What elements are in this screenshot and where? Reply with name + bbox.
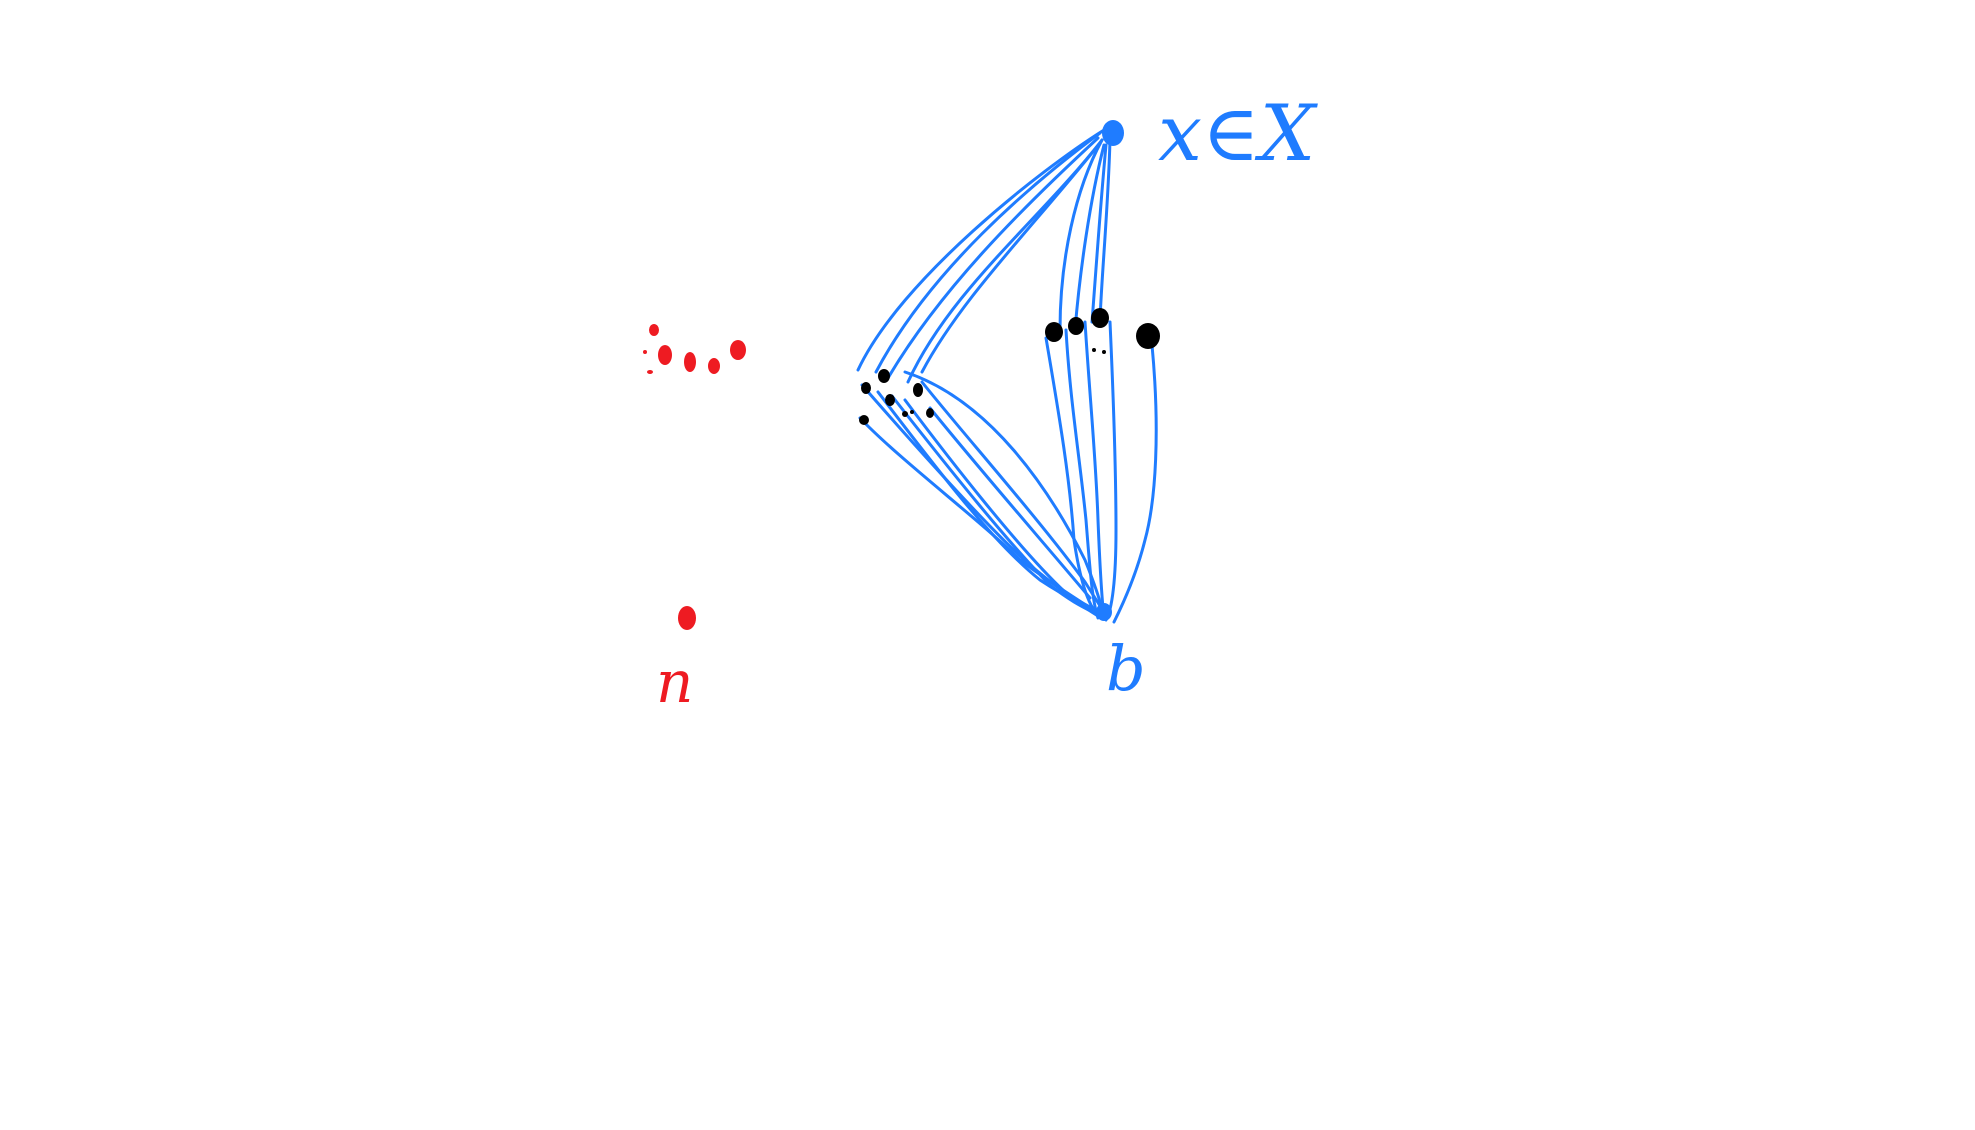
path-left-b-6 [920,380,1106,614]
red-dot [684,352,696,372]
left-cluster-dot [913,383,923,397]
path-left-b-4 [890,394,1106,620]
vertex-b-dot [1096,603,1112,621]
label-b: b [1106,632,1146,705]
path-x-left-3 [886,136,1100,380]
left-cluster-dot [910,410,914,414]
red-dot [649,324,659,336]
left-cluster-dot [878,369,890,383]
left-cluster-dot [859,415,869,425]
red-dots-row [643,324,746,374]
red-dot [730,340,746,360]
left-black-cluster [859,369,934,425]
path-right-b-4 [1104,320,1118,622]
path-left-b-8 [928,406,1092,600]
red-dot [647,370,653,374]
paths-x-to-left-cluster [856,128,1106,384]
right-cluster-dot [1068,317,1084,335]
left-cluster-dot [885,394,895,406]
right-black-cluster [1045,308,1160,354]
path-right-b-5 [1112,343,1158,624]
red-dot-n [678,606,696,630]
left-cluster-dot [926,408,934,418]
path-right-b-1 [1044,336,1100,617]
path-left-b-7 [903,370,1104,612]
label-n: n [656,648,693,716]
red-dot [658,345,672,365]
left-cluster-dot [861,382,871,394]
path-x-right-1 [1058,138,1104,332]
path-right-b-2 [1064,328,1100,620]
label-x-in-X: x∈X [1158,89,1319,179]
path-right-b-3 [1083,320,1106,620]
right-cluster-dot [1045,322,1063,342]
path-x-right-4 [1098,138,1112,322]
path-x-right-3 [1090,143,1108,324]
left-cluster-dot [902,411,908,417]
vertex-x-dot [1102,120,1124,146]
path-x-right-2 [1073,143,1106,332]
paths-x-to-right-cluster [1058,138,1112,332]
right-cluster-dot [1136,323,1160,349]
path-left-b-3 [876,390,1102,616]
path-x-left-2 [874,131,1102,374]
right-cluster-dot [1091,308,1109,328]
red-dot [708,358,720,374]
red-dot [643,350,647,354]
path-x-left-1 [856,128,1106,372]
path-x-left-5 [920,146,1098,374]
paths-right-cluster-to-b [1044,320,1158,624]
right-cluster-dot [1102,350,1106,354]
right-cluster-dot [1092,348,1096,352]
